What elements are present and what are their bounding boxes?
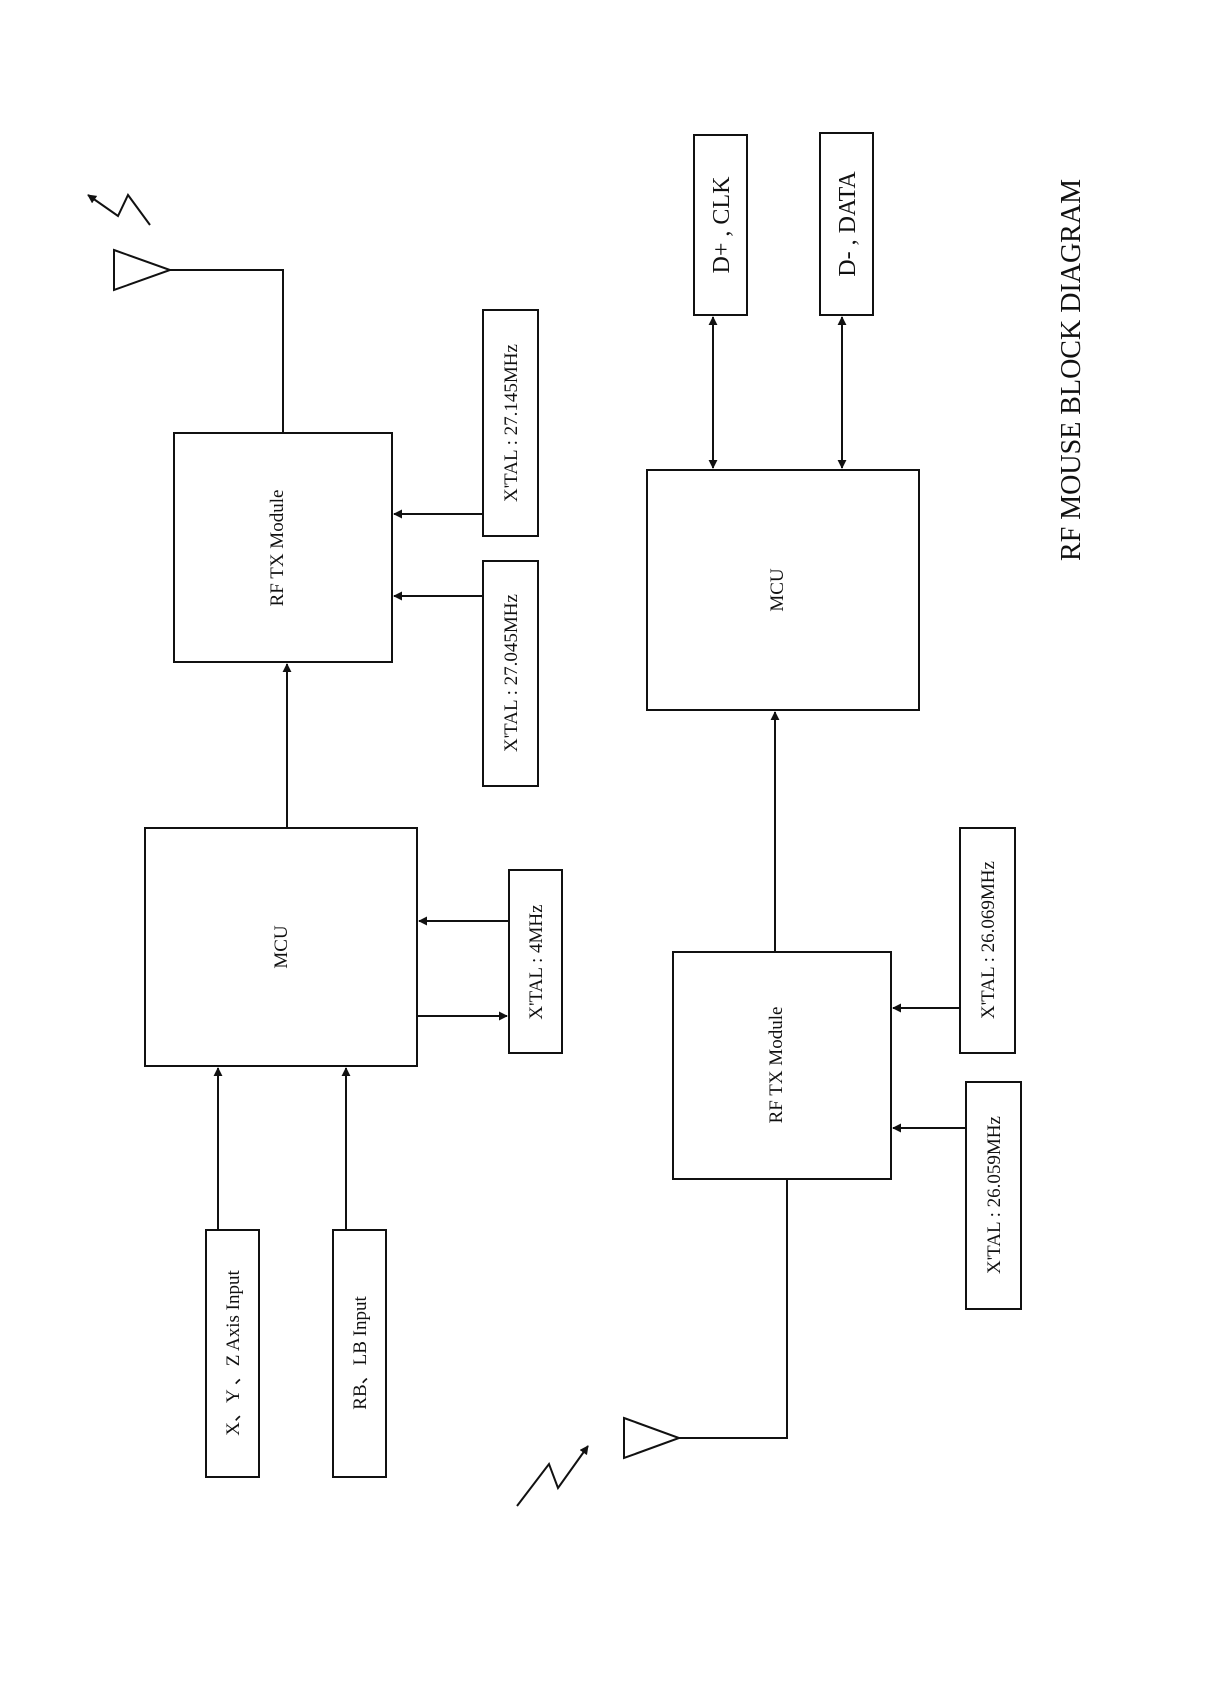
diagram-title: RF MOUSE BLOCK DIAGRAM	[1056, 179, 1087, 561]
receiver-rf-tx-module-label: RF TX Module	[766, 1007, 787, 1124]
rf-crystal-26069-block: X'TAL : 26.069MHz	[960, 828, 1015, 1053]
d-plus-clk-block: D+ , CLK	[694, 135, 747, 315]
rf-crystal-27145-label: X'TAL : 27.145MHz	[501, 344, 522, 502]
rf-crystal-26069-label: X'TAL : 26.069MHz	[978, 861, 999, 1019]
receiver-antenna	[517, 1180, 787, 1506]
rf-crystal-26059-block: X'TAL : 26.059MHz	[966, 1082, 1021, 1309]
transmitter-antenna	[88, 195, 283, 433]
d-minus-data-block: D- , DATA	[820, 133, 873, 315]
rf-crystal-26059-label: X'TAL : 26.059MHz	[984, 1116, 1005, 1274]
receiver-signal-zigzag	[517, 1446, 588, 1506]
rf-crystal-27045-label: X'TAL : 27.045MHz	[501, 594, 522, 752]
rf-crystal-27145-block: X'TAL : 27.145MHz	[483, 310, 538, 536]
xyz-axis-input-label: X、Y 、Z Axis Input	[223, 1270, 244, 1436]
rb-lb-input-label: RB、LB Input	[350, 1296, 371, 1410]
receiver-mcu-block: MCU	[647, 470, 919, 710]
transmitter-mcu-label: MCU	[271, 925, 292, 969]
rf-crystal-27045-block: X'TAL : 27.045MHz	[483, 561, 538, 786]
d-minus-data-label: D- , DATA	[835, 171, 861, 277]
mcu-crystal-4mhz-block: X'TAL : 4MHz	[509, 870, 562, 1053]
rb-lb-input-block: RB、LB Input	[333, 1230, 386, 1477]
receiver-mcu-label: MCU	[767, 568, 788, 612]
transmitter-mcu-block: MCU	[145, 828, 417, 1066]
transmitter-signal-zigzag	[88, 195, 150, 225]
transmitter-rf-tx-module-label: RF TX Module	[267, 490, 288, 607]
xyz-axis-input-block: X、Y 、Z Axis Input	[206, 1230, 259, 1477]
mcu-crystal-4mhz-label: X'TAL : 4MHz	[526, 904, 547, 1019]
transmitter-rf-tx-module-block: RF TX Module	[174, 433, 392, 662]
d-plus-clk-label: D+ , CLK	[709, 176, 735, 274]
receiver-rf-tx-module-block: RF TX Module	[673, 952, 891, 1179]
